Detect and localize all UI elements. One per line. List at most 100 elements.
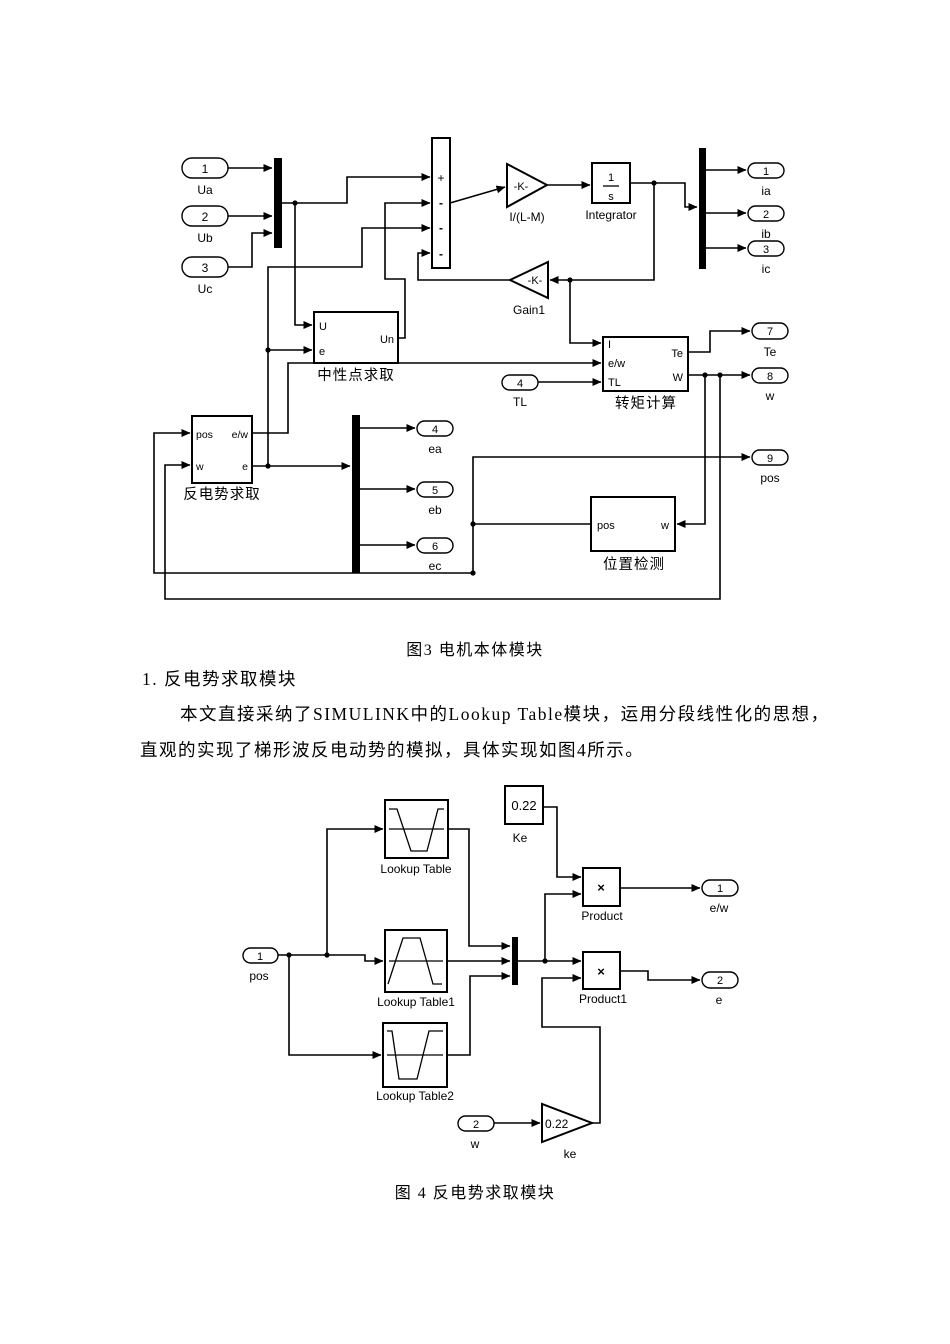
wire-junction — [470, 570, 476, 576]
lookup-table1-block: Lookup Table1 — [377, 929, 455, 1009]
fraction-numerator: 1 — [608, 172, 614, 184]
bemf-block: pos w e/w e 反电势求取 — [183, 415, 260, 503]
wire-lt2-mux — [447, 972, 511, 1056]
wire-pos-lt2 — [288, 955, 382, 1059]
port-number: 2 — [473, 1119, 479, 1131]
port-label: ea — [428, 442, 442, 456]
wire-u-neutral — [294, 203, 313, 329]
block-label: 位置检测 — [603, 556, 665, 573]
wire-feedback-gain1 — [549, 183, 655, 284]
port-number: 7 — [767, 326, 773, 338]
port-label: w — [660, 520, 669, 532]
block-label: Integrator — [585, 208, 636, 222]
multiply-icon: × — [597, 964, 605, 979]
inport-w: 2 w — [457, 1115, 495, 1151]
gain-value: -K- — [514, 181, 529, 193]
outport-pos: 9 pos — [751, 449, 789, 485]
wire-gain1-sum — [417, 249, 510, 281]
port-number: 1 — [717, 883, 723, 895]
wire-w-position — [676, 375, 706, 528]
wire-junction — [567, 277, 573, 283]
ke-constant-block: 0.22 Ke — [504, 785, 544, 845]
port-label: TL — [513, 395, 527, 409]
wire-sum-gain — [449, 185, 506, 204]
port-label: e/w — [608, 358, 625, 370]
port-number: 6 — [432, 541, 438, 553]
port-label: eb — [428, 503, 442, 517]
lookup-table-block: Lookup Table — [380, 799, 452, 876]
port-label: Te — [764, 345, 777, 359]
port-number: 3 — [763, 244, 769, 256]
wire-junction — [292, 200, 298, 206]
wire-lt-mux — [448, 828, 511, 950]
gain-value: 0.22 — [545, 1117, 569, 1131]
port-number: 3 — [202, 261, 209, 275]
constant-value: 0.22 — [511, 798, 536, 813]
position-block: pos w 位置检测 — [590, 496, 676, 573]
port-number: 9 — [767, 453, 773, 465]
wire-pos-out9 — [472, 453, 751, 524]
port-label: e — [716, 993, 723, 1007]
block-label: I/(L-M) — [509, 210, 544, 224]
wire-junction — [265, 347, 271, 353]
port-label: e — [242, 461, 248, 473]
paragraph-line: 本文直接采纳了SIMULINK中的Lookup Table模块，运用分段线性化的… — [180, 704, 830, 724]
block-label: ke — [564, 1147, 577, 1161]
gain-value: -K- — [528, 275, 543, 287]
wire-te-out — [688, 327, 751, 353]
wire-ew-torque — [252, 359, 602, 434]
figure3-caption: 图3 电机本体模块 — [406, 642, 544, 659]
port-label: ia — [761, 184, 771, 198]
sum-sign: - — [439, 247, 443, 261]
outport-e: 2 e — [701, 971, 739, 1007]
demux-bar-emf — [352, 415, 360, 573]
port-label: pos — [196, 429, 213, 441]
wire-e-sum — [267, 224, 431, 466]
product-block: × Product — [581, 867, 623, 923]
wire-mux-sum — [282, 173, 431, 204]
wire-ke-product — [543, 806, 582, 881]
wire-junction — [286, 952, 292, 958]
wire-junction — [717, 372, 723, 378]
block-label: 转矩计算 — [615, 395, 677, 412]
wire-junction — [470, 521, 476, 527]
wire-junction — [651, 180, 657, 186]
gain-ilm-block: -K- I/(L-M) — [506, 162, 550, 224]
port-label: ec — [429, 559, 442, 573]
block-label: 中性点求取 — [317, 367, 395, 384]
inport-uc: 3 Uc — [181, 256, 229, 296]
port-label: pos — [760, 471, 779, 485]
port-label: Te — [671, 348, 683, 360]
inport-ub: 2 Ub — [181, 205, 229, 245]
wire-pos-lt1 — [278, 954, 384, 965]
sum-block: + - - - — [431, 137, 451, 269]
port-number: 2 — [763, 209, 769, 221]
outport-ic: 3 ic — [747, 240, 785, 276]
wire-integrator-demux — [630, 182, 698, 211]
outport-ib: 2 ib — [747, 205, 785, 241]
wire-product1-e — [620, 970, 701, 984]
port-label: e/w — [710, 901, 729, 915]
gain1-block: -K- Gain1 — [507, 260, 549, 317]
port-number: 1 — [202, 162, 209, 176]
port-label: Ua — [197, 183, 213, 197]
multiply-icon: × — [597, 880, 605, 895]
outport-te: 7 Te — [751, 322, 789, 359]
port-label: e — [319, 346, 325, 358]
port-label: pos — [597, 520, 615, 532]
wire-mux-product — [544, 890, 582, 961]
port-label: I — [608, 339, 611, 351]
port-number: 1 — [763, 166, 769, 178]
outport-ea: 4 ea — [416, 420, 454, 456]
port-number: 4 — [517, 378, 523, 390]
wire-w-bemf-feedback — [164, 375, 721, 600]
ke-gain-block: 0.22 ke — [541, 1102, 595, 1161]
port-label: W — [673, 372, 684, 384]
wire-pos-lt — [326, 825, 384, 955]
wire-un-sum — [384, 199, 431, 339]
sum-sign: + — [437, 171, 444, 185]
block-label: Gain1 — [513, 303, 545, 317]
block-label: Lookup Table1 — [377, 995, 455, 1009]
integrator-block: 1 s Integrator — [585, 162, 637, 222]
